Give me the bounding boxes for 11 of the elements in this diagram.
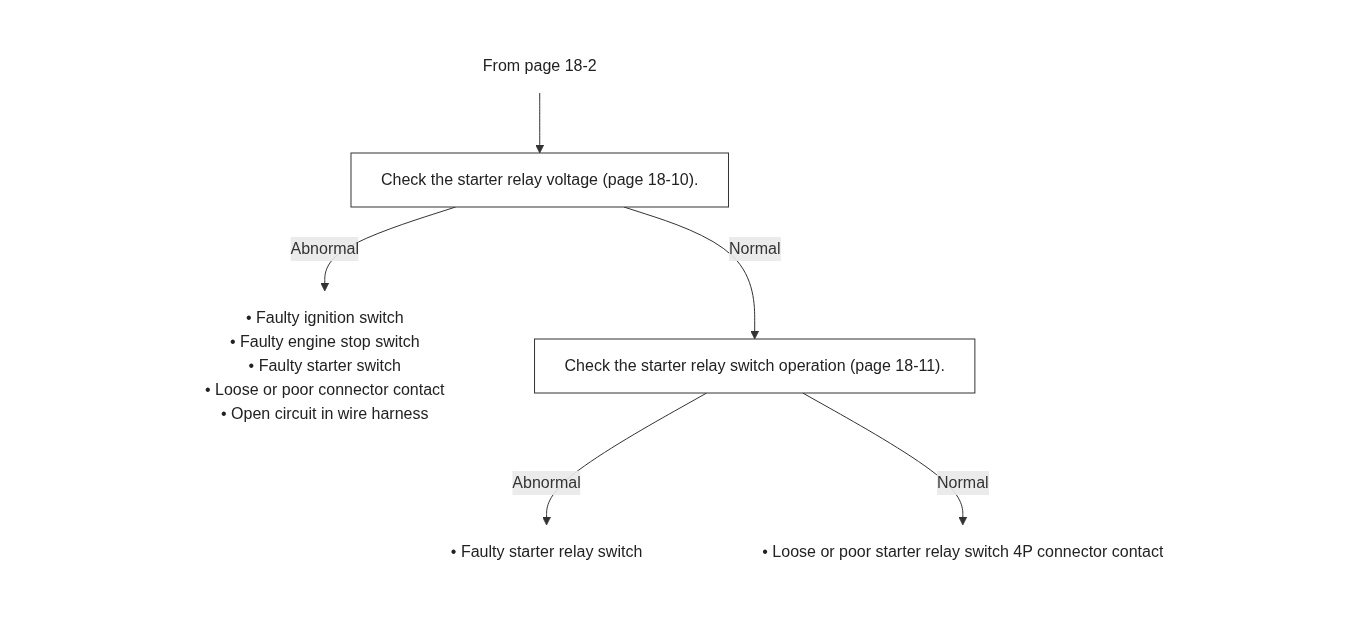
node-text: • Loose or poor starter relay switch 4P connector contact [762, 543, 1164, 560]
edge-label: Abnormal [290, 240, 359, 257]
node-box: Check the starter relay switch operation (page 18-11). [533, 338, 976, 394]
edge-label: Normal [728, 240, 781, 257]
node-text: From page 18-2 [482, 57, 597, 74]
node-text: • Faulty ignition switch • Faulty engine stop switch • Faulty starter switch • Loose or poor connector contact • Open circuit in wire harness [204, 309, 445, 422]
arrow [535, 92, 544, 154]
edge-label: Abnormal [512, 474, 581, 491]
node-box: Check the starter relay voltage (page 18-10). [350, 152, 729, 208]
edge-label: Normal [936, 474, 989, 491]
node-text: • Faulty starter relay switch [450, 543, 643, 560]
